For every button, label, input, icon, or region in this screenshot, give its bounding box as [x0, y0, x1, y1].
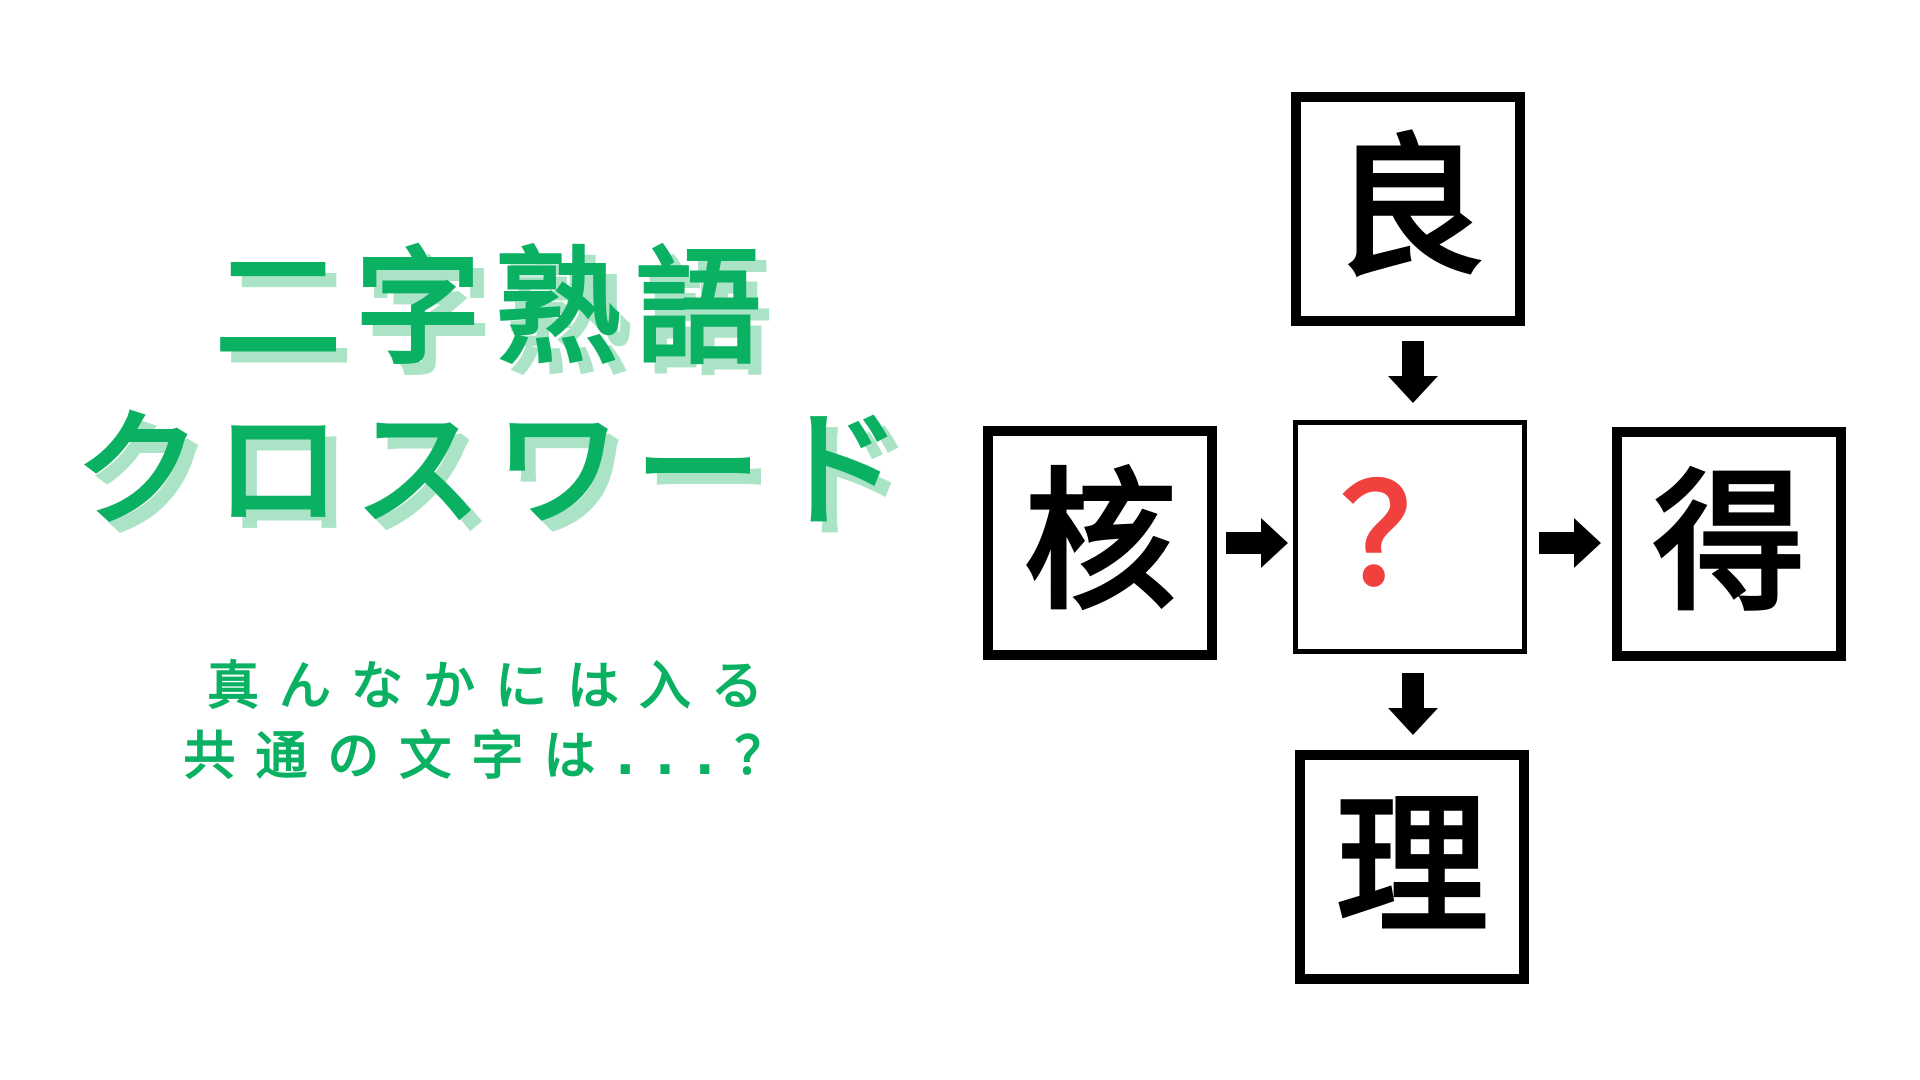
- puzzle-cell-left: 核: [983, 426, 1217, 660]
- kanji-bottom: 理: [1336, 778, 1488, 955]
- arrow-down-icon: [1381, 673, 1445, 737]
- puzzle-cell-top: 良: [1291, 92, 1525, 326]
- page-title-line2: クロスワード: [75, 397, 915, 544]
- kanji-left: 核: [1024, 454, 1176, 631]
- kanji-top: 良: [1332, 120, 1484, 297]
- puzzle-cell-center: ？: [1293, 420, 1527, 654]
- page-subtitle-line1: 真んなかには入る: [206, 657, 783, 717]
- puzzle-cell-right: 得: [1612, 427, 1846, 661]
- arrow-down-icon: [1381, 341, 1445, 405]
- page-title: 二字熟語 クロスワード: [0, 228, 990, 552]
- kanji-right: 得: [1653, 455, 1805, 632]
- page-subtitle: 真んなかには入る 共通の文字は...？: [0, 652, 990, 792]
- arrow-right-icon: [1226, 511, 1290, 575]
- puzzle-cell-bottom: 理: [1295, 750, 1529, 984]
- page-title-line1: 二字熟語: [215, 235, 775, 382]
- arrow-right-icon: [1539, 511, 1603, 575]
- page-subtitle-line2: 共通の文字は...？: [183, 727, 807, 787]
- question-mark: ？: [1340, 456, 1479, 617]
